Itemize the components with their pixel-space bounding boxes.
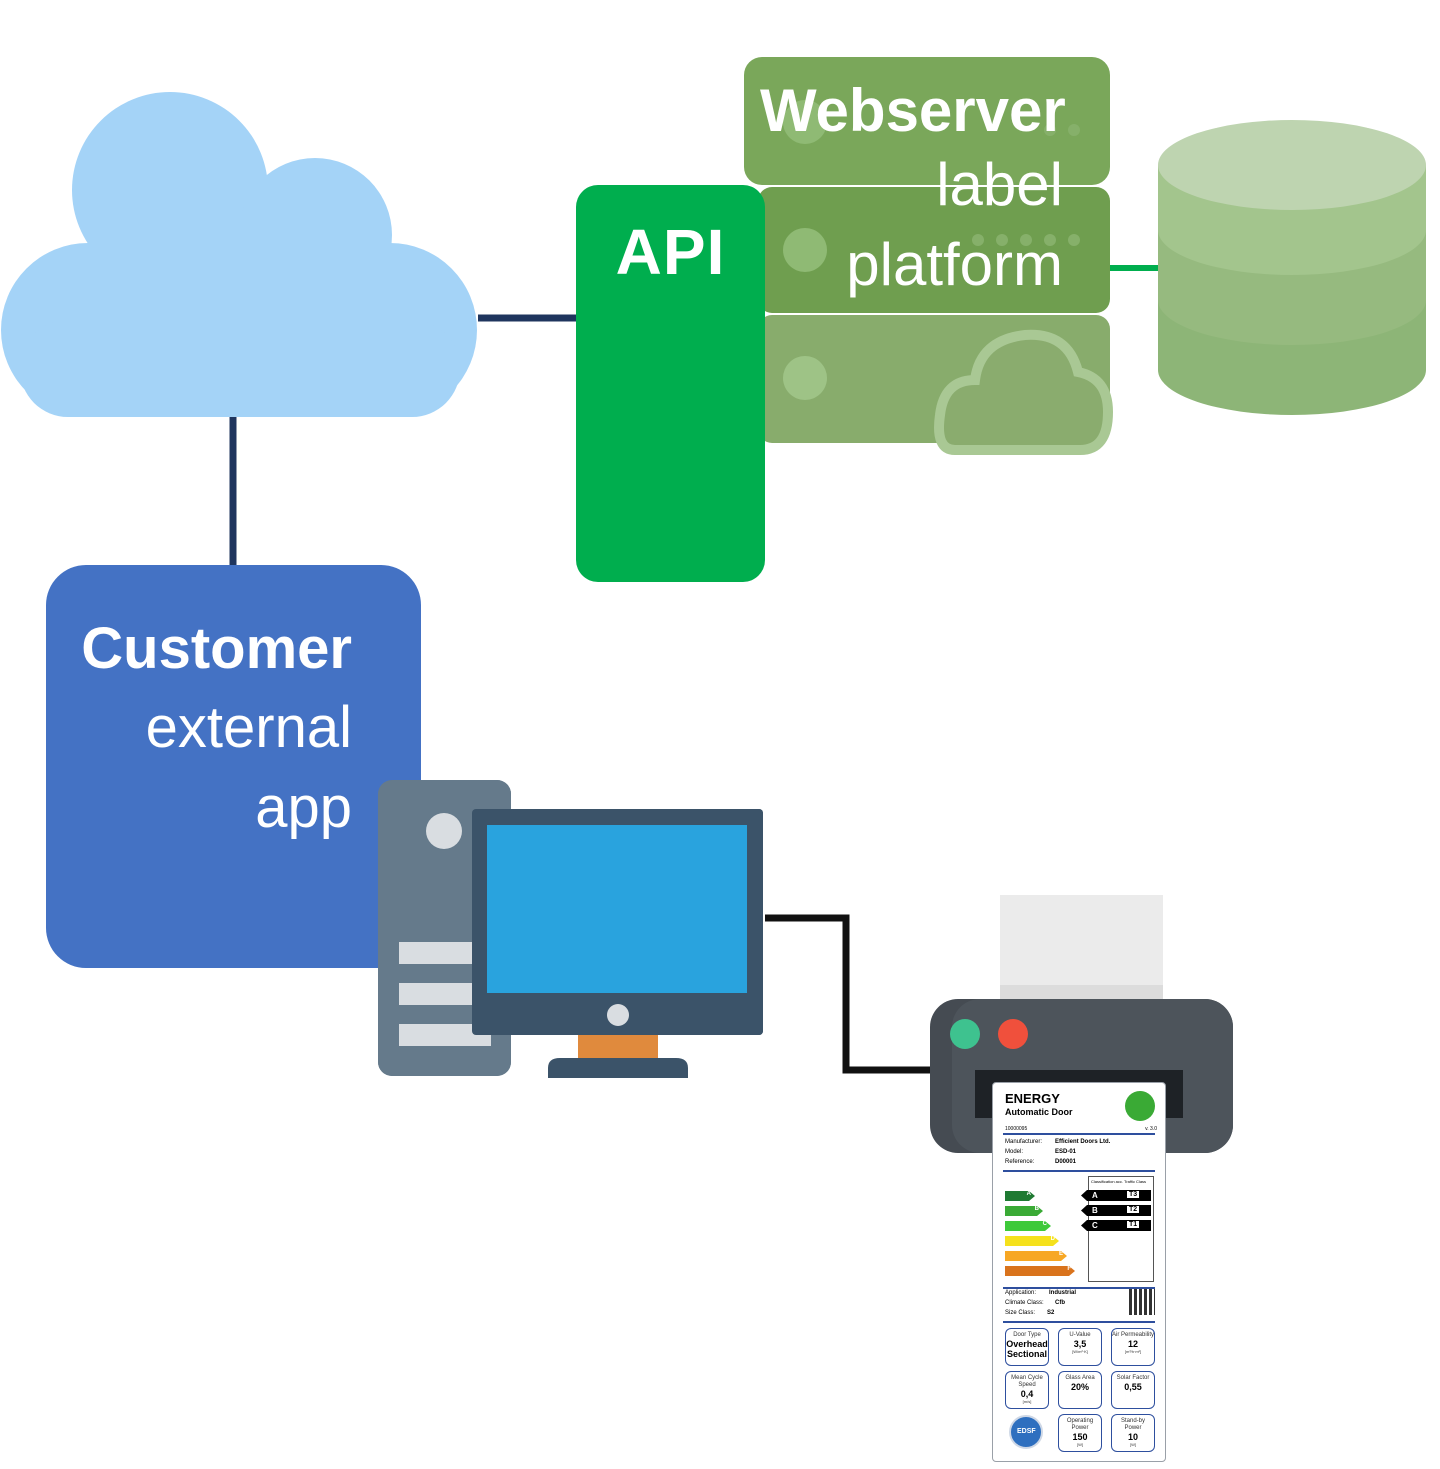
connector-computer-to-printer — [765, 914, 932, 1074]
energy-scale-letter: A — [1026, 1191, 1031, 1197]
application-value: Industrial — [1049, 1290, 1077, 1296]
param-caption: Solar Factor — [1116, 1375, 1150, 1381]
param-value: 3,5 — [1073, 1339, 1087, 1349]
energy-scale-letter: C — [1042, 1221, 1047, 1227]
param-caption: Glass Area — [1065, 1375, 1095, 1381]
label-title: ENERGY — [1005, 1091, 1060, 1106]
server-stack-icon — [744, 57, 1114, 455]
server-cloud-icon — [934, 329, 1114, 455]
param-caption: Mean Cycle Speed — [1011, 1375, 1043, 1388]
customer-line-app: app — [255, 775, 352, 840]
energy-scale-letter: E — [1058, 1251, 1063, 1257]
param-caption: Stand-by Power — [1120, 1418, 1145, 1431]
cloud-icon — [1, 92, 477, 417]
label-rule — [1003, 1170, 1155, 1172]
traffic-class: T1 — [1127, 1221, 1140, 1228]
energy-scale-c: C — [1005, 1221, 1051, 1231]
customer-line-external: external — [145, 695, 352, 760]
label-id: 10000095 — [1005, 1126, 1028, 1132]
climate-value: Cfb — [1055, 1300, 1065, 1306]
energy-scale-a: A — [1005, 1191, 1035, 1201]
api-block — [576, 185, 765, 582]
energy-scale-letter: F — [1067, 1266, 1071, 1272]
energy-label: ENERGY Automatic Door 10000095 v. 3.0 Ma… — [992, 1082, 1166, 1462]
classification-caption: Classification acc. Traffic Class — [1091, 1179, 1147, 1184]
webserver-title: Webserver — [760, 77, 1066, 144]
param-unit: [W] — [1130, 1442, 1136, 1447]
param-caption: Door Type — [1013, 1332, 1041, 1338]
edsf-seal-icon: EDSF — [1009, 1415, 1043, 1449]
database-icon — [1158, 120, 1426, 415]
traffic-class: T3 — [1127, 1191, 1140, 1198]
traffic-grade: B — [1092, 1206, 1098, 1215]
param-value: 0,55 — [1124, 1382, 1142, 1392]
manufacturer-label: Manufacturer: — [1005, 1139, 1043, 1145]
param-unit: [W] — [1077, 1442, 1083, 1447]
reference-label: Reference: — [1005, 1159, 1035, 1165]
reference-value: D00001 — [1055, 1159, 1077, 1165]
traffic-grade: C — [1092, 1221, 1098, 1230]
size-label: Size Class: — [1005, 1310, 1036, 1316]
qr-code-icon — [1129, 1289, 1155, 1315]
param-value: 0,4 — [1020, 1389, 1034, 1399]
label-logo-icon — [1125, 1091, 1155, 1121]
param-unit: [m/s] — [1022, 1399, 1032, 1404]
param-value: 150 — [1072, 1432, 1088, 1442]
param-value: Overhead Sectional — [1006, 1339, 1048, 1359]
param-caption: U-Value — [1069, 1332, 1091, 1338]
energy-scale-letter: D — [1050, 1236, 1055, 1242]
param-value: 12 — [1127, 1339, 1138, 1349]
monitor-icon — [472, 809, 763, 1078]
webserver-line-label: label — [936, 151, 1063, 218]
customer-title: Customer — [81, 616, 352, 681]
size-value: S2 — [1047, 1310, 1055, 1316]
energy-scale-e: E — [1005, 1251, 1067, 1261]
param-value: 20% — [1070, 1382, 1089, 1392]
traffic-grade: A — [1092, 1191, 1098, 1200]
param-caption: Operating Power — [1066, 1418, 1094, 1431]
param-unit: [W/m²·K] — [1072, 1349, 1088, 1354]
label-version: v. 3.0 — [1145, 1126, 1157, 1132]
seal-text: EDSF — [1017, 1428, 1036, 1435]
webserver-line-platform: platform — [846, 231, 1063, 298]
param-unit: [m³/h·m²] — [1124, 1349, 1142, 1354]
label-rule — [1003, 1287, 1155, 1289]
label-rule — [1003, 1133, 1155, 1135]
energy-scale-f: F — [1005, 1266, 1075, 1276]
energy-scale-b: B — [1005, 1206, 1043, 1216]
traffic-class: T2 — [1127, 1206, 1140, 1213]
manufacturer-value: Efficient Doors Ltd. — [1055, 1139, 1111, 1145]
traffic-class-row: A T3 — [1081, 1190, 1151, 1201]
param-caption: Air Permeability — [1112, 1332, 1155, 1338]
api-label: API — [615, 216, 726, 288]
label-subtitle: Automatic Door — [1005, 1107, 1073, 1117]
customer-block — [46, 565, 421, 968]
energy-scale-d: D — [1005, 1236, 1059, 1246]
traffic-class-row: C T1 — [1081, 1220, 1151, 1231]
energy-scale-letter: B — [1034, 1206, 1039, 1212]
climate-label: Climate Class: — [1005, 1300, 1044, 1306]
model-label: Model: — [1005, 1149, 1024, 1155]
param-value: 10 — [1127, 1432, 1138, 1442]
model-value: ESD-01 — [1055, 1149, 1077, 1155]
application-label: Application: — [1005, 1290, 1037, 1296]
label-rule — [1003, 1321, 1155, 1323]
traffic-class-row: B T2 — [1081, 1205, 1151, 1216]
